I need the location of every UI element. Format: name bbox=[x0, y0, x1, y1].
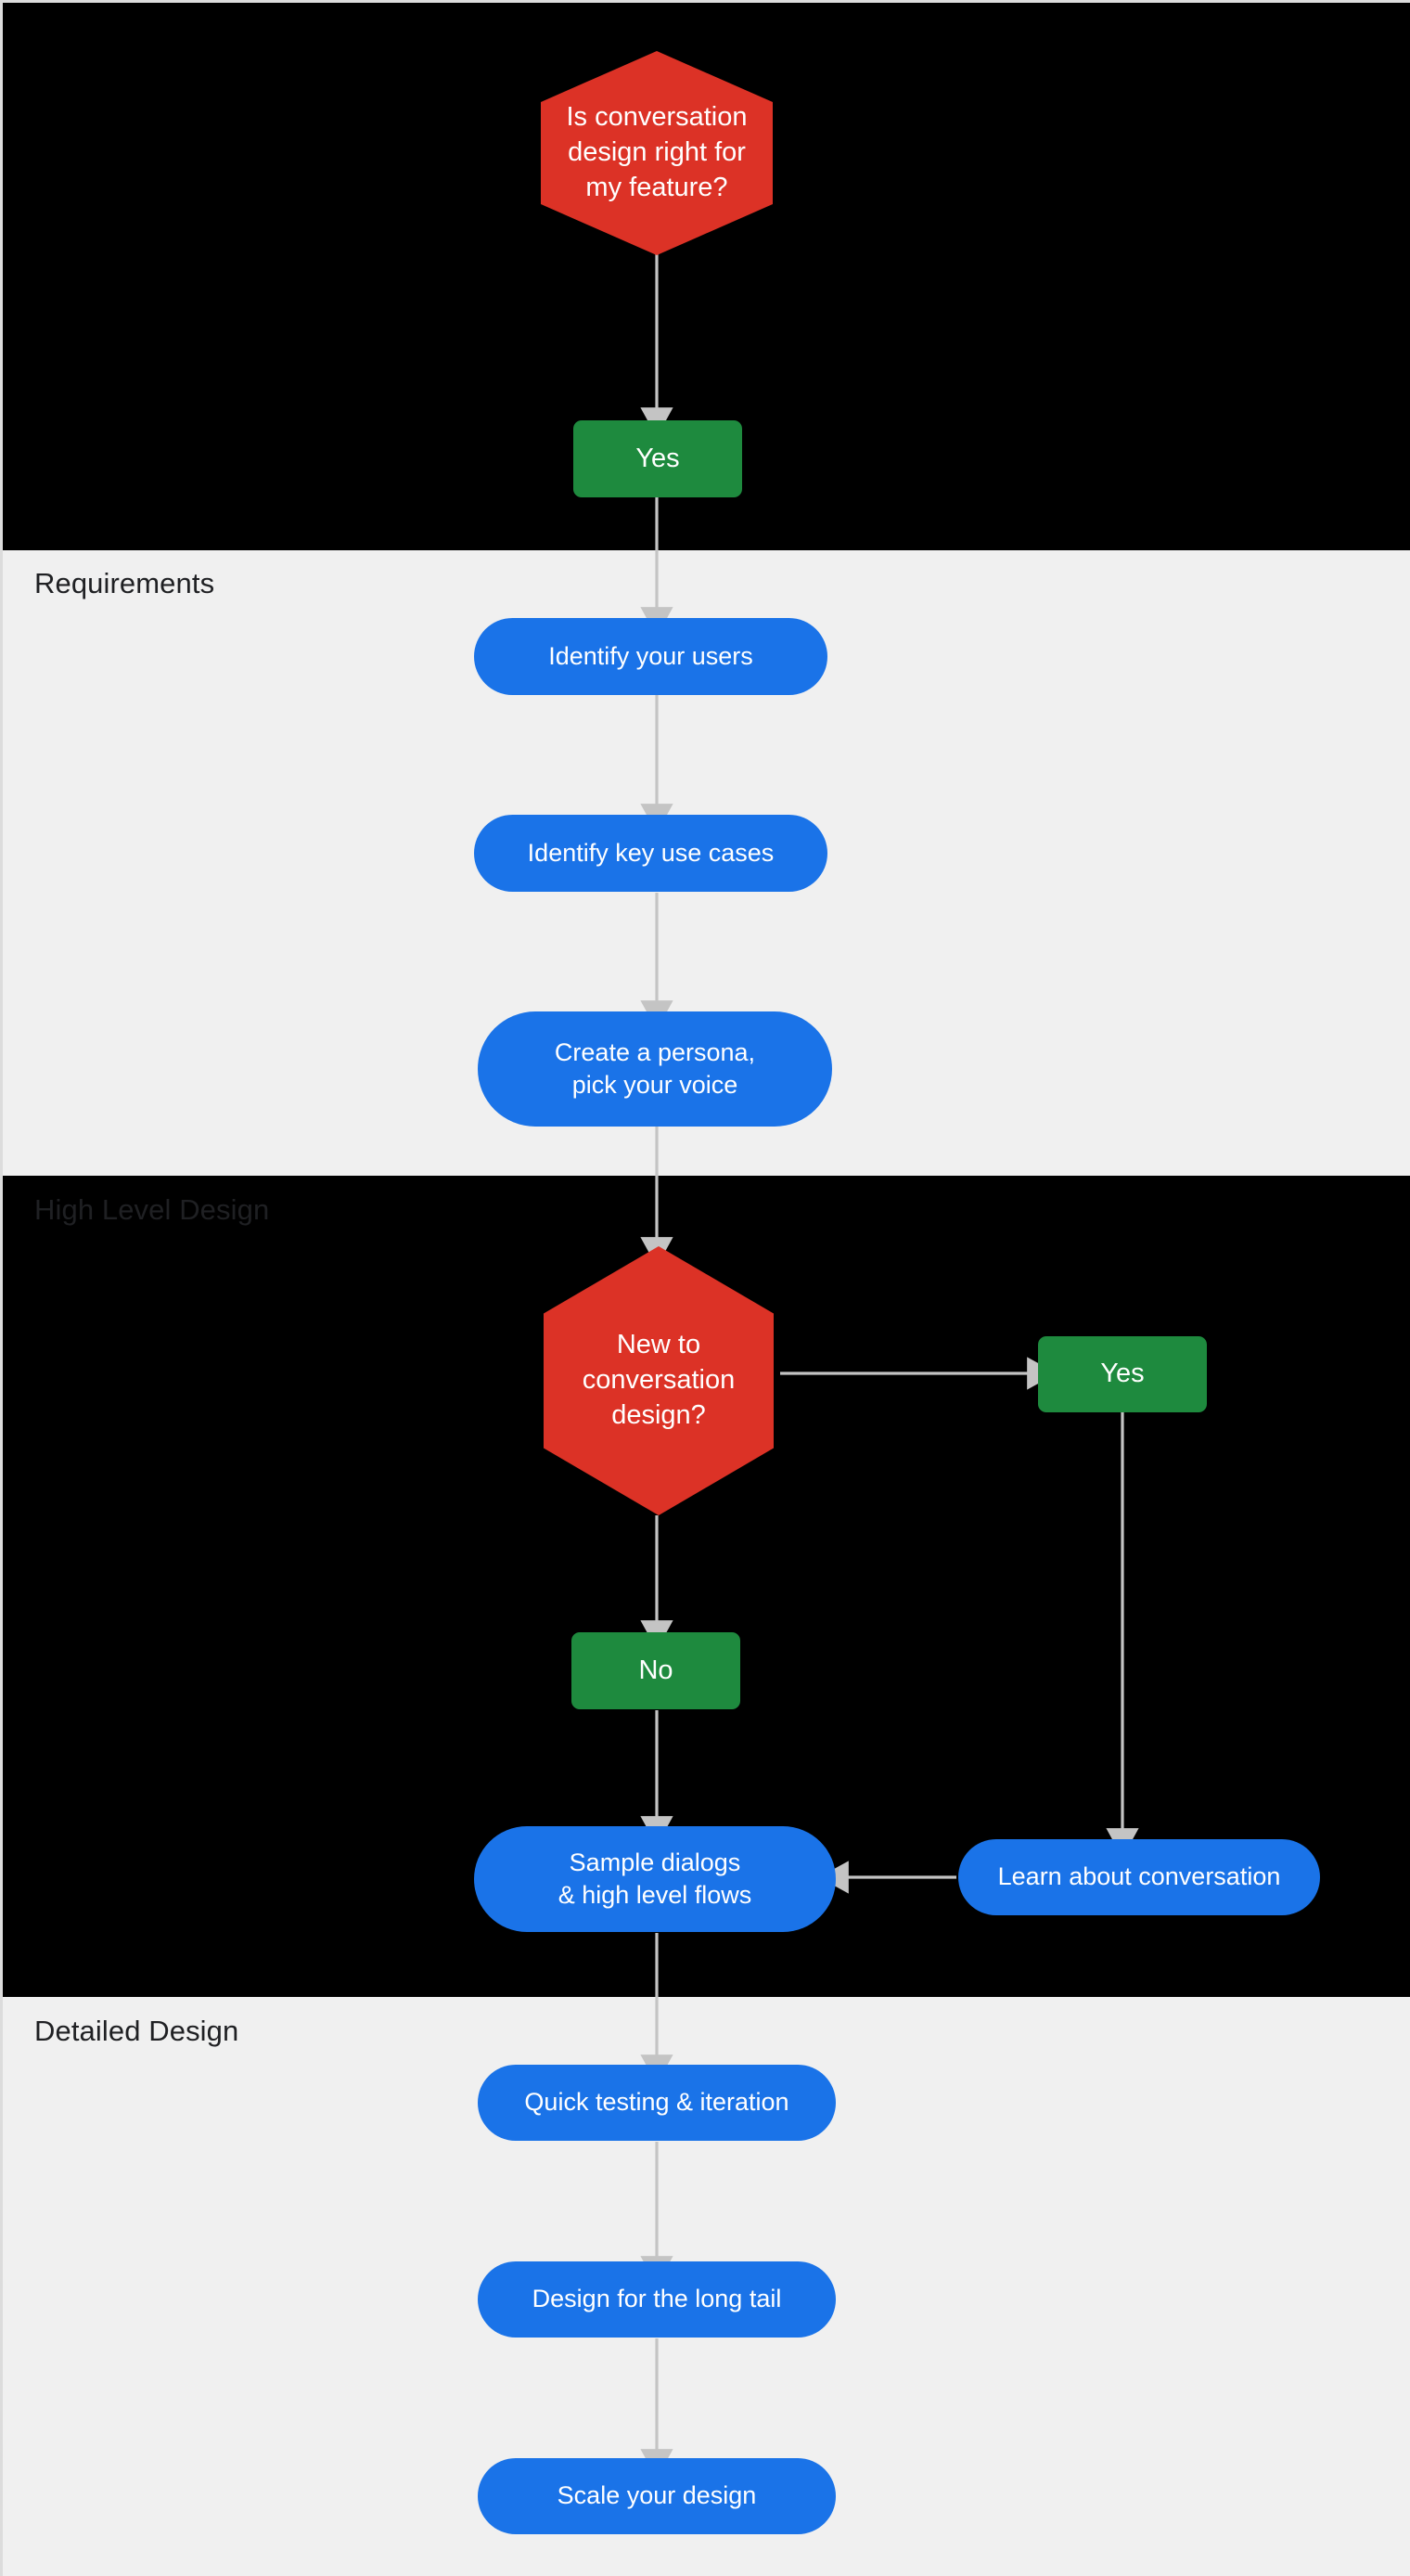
step-quick-testing-iteration-label: Quick testing & iteration bbox=[524, 2088, 789, 2117]
answer-yes-top[interactable]: Yes bbox=[573, 420, 742, 497]
section-label-requirements: Requirements bbox=[34, 567, 215, 599]
step-create-persona-pick-voice[interactable]: Create a persona,pick your voice bbox=[478, 1011, 832, 1127]
answer-yes-top-label: Yes bbox=[635, 443, 680, 473]
answer-no-branch[interactable]: No bbox=[571, 1632, 740, 1709]
step-learn-about-conversation-label: Learn about conversation bbox=[997, 1862, 1281, 1891]
step-scale-your-design[interactable]: Scale your design bbox=[478, 2458, 836, 2534]
step-quick-testing-iteration[interactable]: Quick testing & iteration bbox=[478, 2065, 836, 2141]
step-identify-your-users-label: Identify your users bbox=[548, 641, 753, 670]
step-design-for-long-tail[interactable]: Design for the long tail bbox=[478, 2261, 836, 2338]
answer-yes-branch-label: Yes bbox=[1100, 1359, 1145, 1389]
answer-yes-branch[interactable]: Yes bbox=[1038, 1336, 1207, 1412]
section-label-high-level-design: High Level Design bbox=[34, 1193, 270, 1226]
step-design-for-long-tail-label: Design for the long tail bbox=[532, 2285, 782, 2313]
step-sample-dialogs-high-level-flows-label: Sample dialogs& high level flows bbox=[558, 1848, 752, 1909]
step-scale-your-design-label: Scale your design bbox=[557, 2481, 757, 2510]
section-label-detailed-design: Detailed Design bbox=[34, 2015, 239, 2047]
step-identify-key-use-cases-label: Identify key use cases bbox=[527, 838, 775, 867]
step-create-persona-pick-voice-label: Create a persona,pick your voice bbox=[554, 1037, 756, 1099]
step-identify-key-use-cases[interactable]: Identify key use cases bbox=[474, 815, 827, 892]
answer-no-branch-label: No bbox=[638, 1655, 673, 1685]
step-learn-about-conversation[interactable]: Learn about conversation bbox=[958, 1839, 1320, 1915]
step-identify-your-users[interactable]: Identify your users bbox=[474, 618, 827, 695]
step-sample-dialogs-high-level-flows[interactable]: Sample dialogs& high level flows bbox=[474, 1826, 836, 1932]
